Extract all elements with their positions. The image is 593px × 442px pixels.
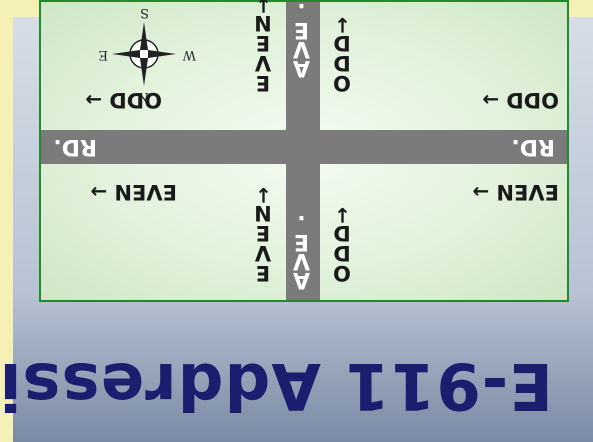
page-title: E-911 Addressing <box>0 348 553 422</box>
note-even-bottom: EVEN ↓ <box>251 0 275 95</box>
road-label-ave-top: AVE. <box>289 216 314 292</box>
note-even-left-top: EVEN → <box>472 180 559 204</box>
road-label-rd-right: RD. <box>53 134 97 159</box>
compass-south: S <box>140 5 149 20</box>
note-even-right-top-text: EVEN <box>114 180 177 204</box>
note-odd-bottom: ODD ↓ <box>330 13 354 95</box>
compass-rose: N S E W <box>84 4 204 104</box>
compass-north: N <box>137 89 149 104</box>
title-area: E-911 Addressing <box>0 322 593 442</box>
compass-icon <box>112 22 176 86</box>
note-odd-left-bottom: ODD → <box>482 88 559 112</box>
note-odd-bottom-text: ODD <box>330 35 354 95</box>
arrow-right-icon: → <box>90 180 108 204</box>
note-even-top-text: EVEN <box>251 205 275 285</box>
note-even-left-top-text: EVEN <box>496 180 559 204</box>
compass-west: W <box>182 47 196 62</box>
arrow-down-icon: ↓ <box>334 13 351 37</box>
note-even-top: EVEN ↓ <box>251 183 275 285</box>
arrow-right-icon: → <box>472 180 490 204</box>
street-map: RD. RD. AVE. AVE. ODD ↓ EVEN ↓ ODD ↓ EVE… <box>39 0 569 302</box>
road-label-ave-bottom: AVE. <box>289 4 314 80</box>
arrow-right-icon: → <box>482 88 499 112</box>
note-even-bottom-text: EVEN <box>251 15 275 95</box>
note-odd-top-text: ODD <box>330 225 354 285</box>
note-odd-top: ODD ↓ <box>330 203 354 285</box>
compass-east: E <box>98 47 109 62</box>
note-even-right-top: EVEN → <box>90 180 177 204</box>
note-odd-left-bottom-text: ODD <box>506 88 559 112</box>
road-label-rd-left: RD. <box>511 134 555 159</box>
arrow-down-icon: ↓ <box>255 183 272 207</box>
arrow-down-icon: ↓ <box>334 203 351 227</box>
arrow-down-icon: ↓ <box>255 0 272 17</box>
